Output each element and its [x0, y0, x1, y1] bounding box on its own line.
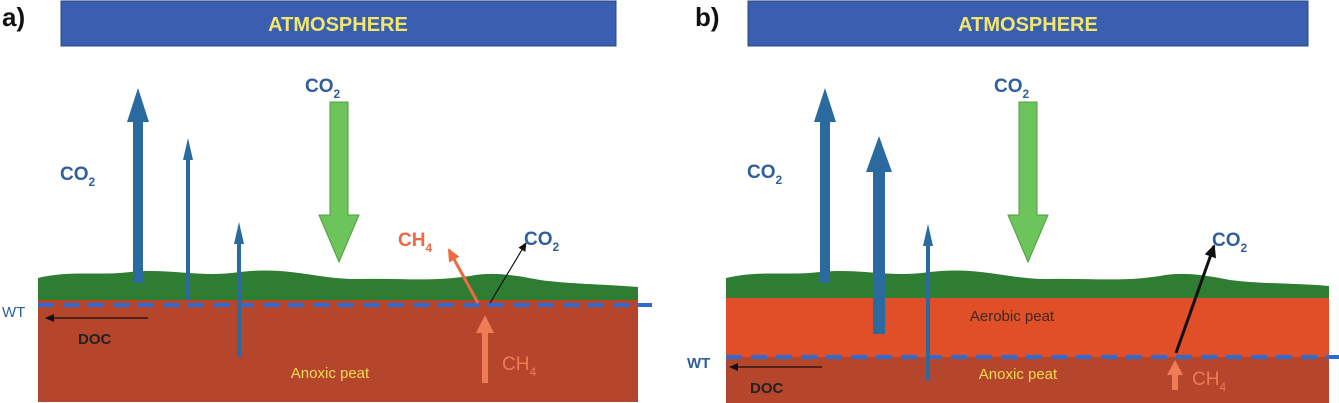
- ch4-emission-label-a: CH4: [398, 230, 432, 255]
- co2-emission-arrow-large-b: [814, 88, 836, 283]
- aerobic-peat-label-b: Aerobic peat: [970, 308, 1055, 325]
- ch4-production-arrow-b: [1167, 360, 1183, 390]
- wt-label-a: WT: [2, 304, 25, 321]
- panel-b: b) ATMOSPHERE WT DOC Aerobic peat Anoxic…: [687, 0, 1339, 403]
- co2-emission-arrow-large-a: [127, 88, 149, 283]
- doc-label-b: DOC: [750, 380, 784, 397]
- co2-uptake-arrow-b: [1007, 101, 1049, 264]
- co2-uptake-label-b: CO2: [994, 76, 1030, 101]
- vegetation-layer-a: [38, 270, 638, 300]
- ch4-emission-arrow-a: [447, 248, 480, 304]
- co2-oxidation-arrow-b: [1174, 244, 1216, 354]
- aerobic-peat-layer-b: [726, 294, 1329, 357]
- co2-oxidation-label-a: CO2: [524, 229, 560, 254]
- atmosphere-label-a: ATMOSPHERE: [268, 14, 408, 36]
- anoxic-peat-layer-a: [38, 300, 638, 402]
- co2-emission-arrow-deep-a: [234, 222, 244, 357]
- co2-emission-arrow-medium-b: [866, 136, 892, 334]
- co2-emission-label-a: CO2: [60, 164, 96, 189]
- ch4-production-arrow-a: [476, 315, 494, 383]
- co2-emission-label-b: CO2: [747, 162, 783, 187]
- wt-label-b: WT: [687, 355, 710, 372]
- ch4-production-label-a: CH4: [502, 354, 536, 379]
- co2-emission-arrow-small-a: [183, 138, 193, 300]
- co2-uptake-arrow-a: [318, 101, 360, 264]
- co2-emission-arrow-deep-b: [923, 224, 933, 381]
- co2-oxidation-arrow-a: [489, 242, 527, 304]
- co2-uptake-label-a: CO2: [305, 76, 341, 101]
- co2-oxidation-label-b: CO2: [1212, 230, 1248, 255]
- panel-b-letter: b): [695, 2, 720, 32]
- atmosphere-box-a: [60, 0, 617, 47]
- anoxic-peat-label-b: Anoxic peat: [979, 366, 1058, 383]
- panel-a: a) ATMOSPHERE WT DOC Anoxic peat CO2 CO2…: [2, 0, 652, 402]
- doc-label-a: DOC: [78, 331, 112, 348]
- anoxic-peat-label-a: Anoxic peat: [291, 365, 370, 382]
- panel-a-letter: a): [2, 2, 25, 32]
- ch4-production-label-b: CH4: [1192, 369, 1226, 394]
- vegetation-layer-b: [726, 270, 1329, 298]
- anoxic-peat-layer-b: [726, 357, 1329, 403]
- atmosphere-box-b: [747, 0, 1309, 47]
- atmosphere-label-b: ATMOSPHERE: [958, 14, 1098, 36]
